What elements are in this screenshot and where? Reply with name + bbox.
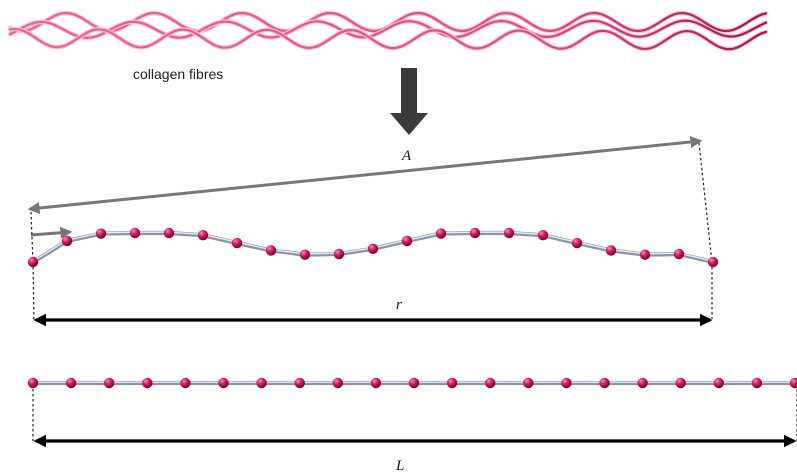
bead — [333, 248, 345, 260]
bead — [163, 227, 175, 239]
bead — [142, 377, 153, 389]
wavy-bead-chain — [27, 227, 719, 268]
bead — [673, 248, 685, 260]
down-arrow-icon — [390, 68, 428, 135]
bead — [435, 228, 447, 239]
bond — [304, 251, 340, 257]
bead — [485, 377, 496, 389]
bond — [100, 230, 136, 236]
bead — [446, 377, 458, 389]
bead — [561, 377, 572, 389]
bead — [180, 377, 191, 389]
bond — [66, 231, 102, 244]
contour-length-label: A — [401, 148, 412, 164]
bead — [571, 237, 583, 249]
bead — [367, 243, 379, 254]
bead — [27, 377, 39, 389]
bead — [65, 377, 77, 389]
bond — [678, 251, 714, 265]
bead — [265, 245, 277, 256]
bond — [236, 240, 272, 253]
bond — [610, 248, 646, 257]
bead — [469, 227, 481, 239]
bond — [270, 248, 306, 257]
bond — [338, 246, 374, 257]
bead — [294, 377, 305, 389]
end-to-end-distance-label: r — [396, 297, 402, 313]
bond — [406, 231, 442, 244]
full-length-label: L — [395, 458, 404, 474]
bead — [637, 377, 648, 389]
collagen-fibres — [7, 10, 769, 52]
fibre-strand — [8, 27, 768, 51]
bond — [508, 230, 544, 238]
bead — [599, 377, 610, 389]
bead — [401, 235, 413, 247]
contour-length-arrow — [27, 136, 703, 214]
bead — [503, 227, 515, 239]
bead — [789, 377, 797, 389]
bead — [129, 227, 141, 239]
bond — [644, 251, 680, 257]
bond — [372, 238, 408, 251]
collagen-fibres-label: collagen fibres — [133, 66, 223, 82]
bead — [605, 245, 617, 256]
bead — [197, 230, 209, 241]
bond — [576, 240, 612, 253]
bead — [61, 235, 73, 247]
bead — [751, 377, 763, 389]
tangent-arrow — [30, 226, 73, 239]
bead — [408, 377, 420, 389]
bead — [256, 377, 267, 389]
bead — [95, 228, 107, 239]
bead — [299, 249, 311, 260]
bead — [713, 377, 724, 389]
fibre-strand — [8, 19, 768, 39]
bead — [27, 256, 39, 268]
bead — [523, 377, 534, 389]
straight-bead-chain — [27, 377, 797, 389]
bond — [542, 233, 578, 246]
bead — [218, 377, 229, 389]
bead — [707, 256, 719, 268]
bead — [537, 230, 549, 241]
bead — [104, 377, 115, 389]
bond — [168, 230, 204, 238]
bead — [370, 377, 382, 389]
bead — [332, 377, 343, 389]
dashed-guides — [30, 142, 797, 441]
bond — [440, 230, 476, 236]
bead — [231, 237, 243, 249]
bead — [675, 377, 686, 389]
bead — [639, 249, 651, 260]
bond — [202, 233, 238, 246]
